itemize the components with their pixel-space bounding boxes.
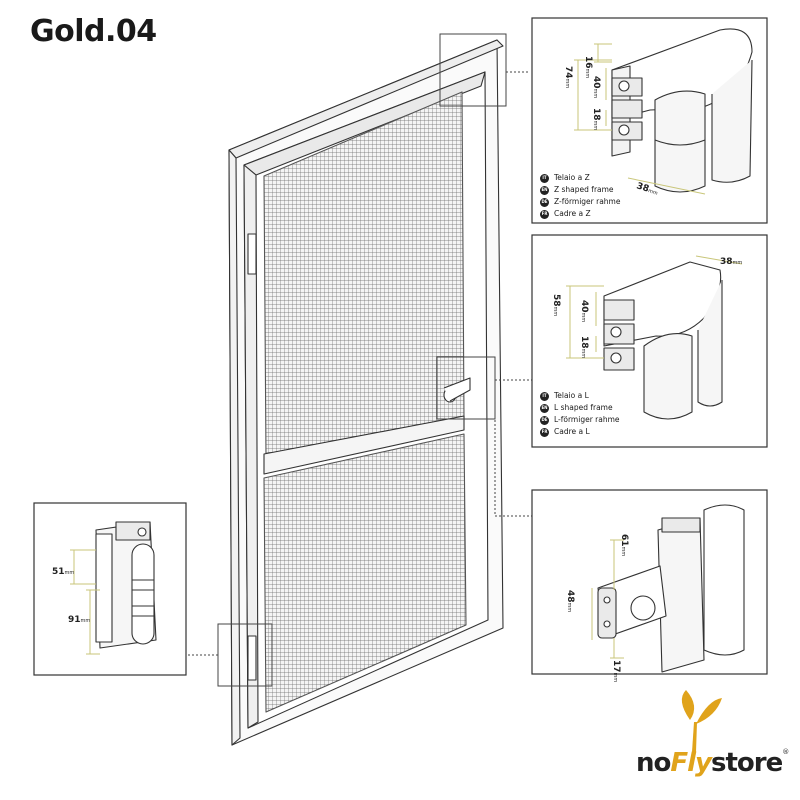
panel-hinge — [33, 502, 187, 676]
panel-l-frame — [531, 234, 768, 448]
legend-text: Cadre a L — [554, 427, 590, 436]
brand-pre: no — [636, 748, 671, 778]
flag-icon: DE — [540, 197, 549, 207]
dim-z-16: 16mm — [583, 56, 593, 78]
handle-drawing — [597, 504, 745, 673]
dim-l-58: 58mm — [551, 294, 561, 316]
flag-icon: IT — [540, 173, 549, 183]
legend-z-frame: IT Telaio a Z EN Z shaped frame DE Z-förmig… — [540, 172, 620, 220]
legend-row: DE Z-förmiger rahme — [540, 196, 620, 208]
profile-z-dims — [574, 43, 706, 195]
legend-row: DE L-förmiger rahme — [540, 414, 620, 426]
legend-row: EN L shaped frame — [540, 402, 620, 414]
brand-logo: noFlystore® — [636, 748, 789, 778]
door-illustration — [228, 39, 504, 746]
dim-l-38: 38mm — [720, 257, 742, 267]
legend-text: Telaio a Z — [554, 173, 590, 182]
legend-text: L-förmiger rahme — [554, 415, 620, 424]
brand-accent: Fly — [670, 748, 712, 778]
legend-l-frame: IT Telaio a L EN L shaped frame DE L-förmig… — [540, 390, 620, 438]
dim-z-18: 18mm — [591, 108, 601, 130]
legend-row: FR Cadre a L — [540, 426, 620, 438]
legend-row: IT Telaio a L — [540, 390, 620, 402]
callout-top-corner — [439, 33, 507, 107]
flag-icon: DE — [540, 415, 549, 425]
flag-icon: FR — [540, 427, 549, 437]
legend-text: L shaped frame — [554, 403, 613, 412]
door-hinge-bottom — [247, 635, 257, 681]
dim-handle-61: 61mm — [619, 534, 629, 556]
panel-z-frame — [531, 17, 768, 224]
dim-z-40: 40mm — [591, 76, 601, 98]
door-callouts — [186, 33, 532, 687]
legend-row: IT Telaio a Z — [540, 172, 620, 184]
flag-icon: EN — [540, 185, 549, 195]
brand-mark: ® — [782, 748, 789, 756]
mid-rail — [263, 415, 465, 475]
dim-handle-17: 17mm — [611, 660, 621, 682]
dim-hinge-51: 51mm — [52, 567, 74, 577]
dim-z-38: 38mm — [635, 181, 659, 197]
brand-post: store — [711, 748, 783, 778]
legend-text: Z shaped frame — [554, 185, 614, 194]
dim-z-74: 74mm — [563, 66, 573, 88]
legend-row: EN Z shaped frame — [540, 184, 620, 196]
hinge-drawing — [95, 521, 157, 649]
panel-handle — [531, 489, 768, 675]
dim-l-18: 18mm — [579, 336, 589, 358]
dim-hinge-91: 91mm — [68, 615, 90, 625]
legend-text: Cadre a Z — [554, 209, 591, 218]
flag-icon: FR — [540, 209, 549, 219]
mesh-lower — [263, 433, 467, 713]
dim-l-40: 40mm — [579, 300, 589, 322]
flag-icon: IT — [540, 391, 549, 401]
handle-dims — [591, 539, 624, 659]
hinge-dims — [70, 549, 100, 655]
callout-handle — [436, 356, 496, 420]
profile-l-dims — [566, 255, 743, 359]
profile-z-drawing — [611, 28, 753, 193]
legend-text: Telaio a L — [554, 391, 589, 400]
legend-text: Z-förmiger rahme — [554, 197, 621, 206]
dim-handle-48: 48mm — [565, 590, 575, 612]
flag-icon: EN — [540, 403, 549, 413]
page-title: Gold.04 — [30, 14, 157, 49]
profile-l-drawing — [603, 261, 723, 420]
brand-leaf-icon — [681, 690, 722, 752]
door-hinge-top — [247, 233, 257, 275]
legend-row: FR Cadre a Z — [540, 208, 620, 220]
